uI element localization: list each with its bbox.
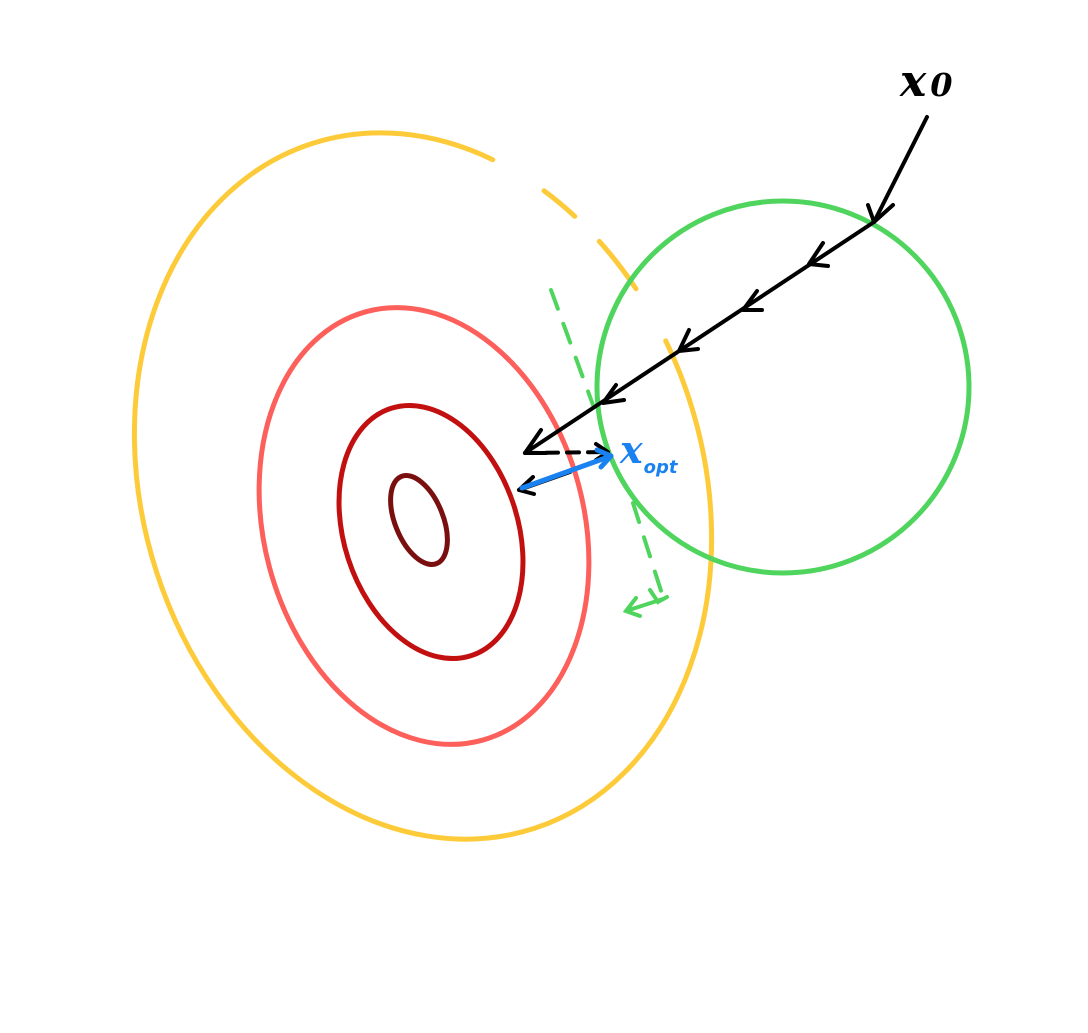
contour-outer [131, 130, 715, 842]
optimum-label: xopt [619, 427, 679, 478]
optimum-label-main: x [619, 427, 644, 472]
path-arrowhead-4-icon [601, 383, 626, 405]
dashed-projection [523, 450, 610, 455]
path-arrowhead-2-icon [741, 289, 764, 312]
projected-path-line [523, 220, 876, 455]
contour-second [256, 305, 592, 747]
optimum-label-sub: opt [644, 457, 679, 478]
contour-inner [388, 473, 450, 567]
normal-arrow-icon [622, 596, 665, 618]
optimum-arrow [519, 447, 614, 491]
start-label-sub: 0 [930, 66, 952, 104]
constraint-circle [594, 198, 972, 576]
path-arrowhead-1-icon [807, 241, 830, 268]
objective-contours [131, 130, 715, 842]
optimum-arrowhead-icon [594, 447, 614, 470]
descent-path [517, 115, 929, 496]
initial-step [872, 115, 929, 224]
tangent-line [549, 288, 669, 618]
start-label-main: x [899, 56, 927, 107]
residual-step-arrowhead-icon [517, 475, 536, 496]
path-arrowhead-3-icon [677, 328, 700, 353]
contour-third [336, 402, 526, 662]
